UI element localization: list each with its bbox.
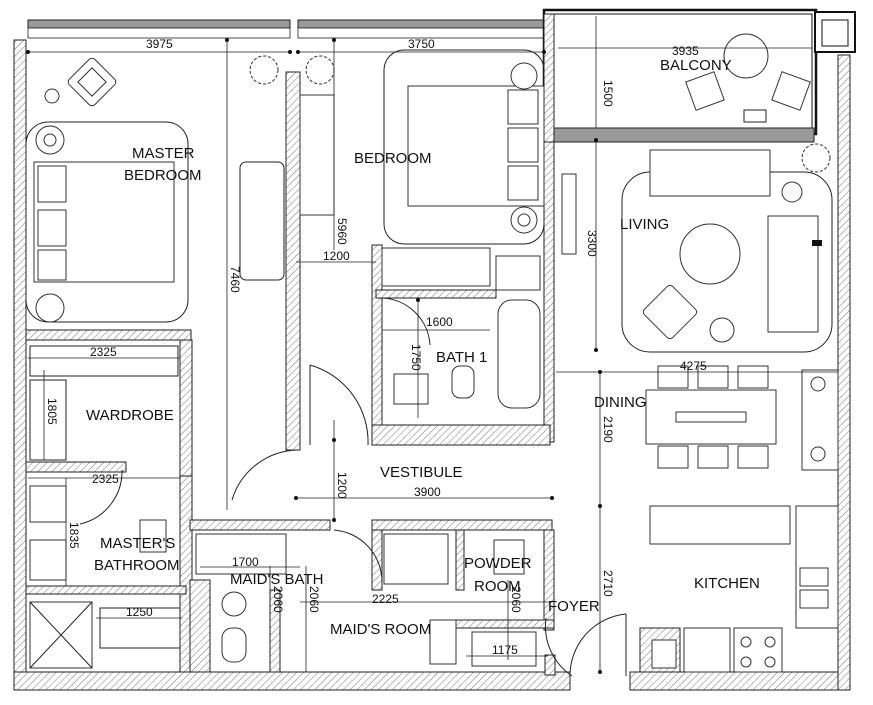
label-dining: DINING — [594, 394, 647, 411]
dim-3750: 3750 — [408, 37, 435, 51]
label-master-bedroom-2: BEDROOM — [124, 167, 202, 184]
dim-1700: 1700 — [232, 555, 259, 569]
dim-1200b: 1200 — [335, 472, 349, 499]
dimension-labels: 3975 3750 3935 1500 5960 7460 1200 3300 … — [45, 37, 707, 657]
dim-2060c: 2060 — [509, 586, 523, 613]
label-foyer: FOYER — [548, 598, 600, 615]
dim-1250: 1250 — [126, 605, 153, 619]
label-living: LIVING — [620, 216, 669, 233]
dim-7460: 7460 — [228, 266, 242, 293]
dim-2225: 2225 — [372, 592, 399, 606]
label-bath1: BATH 1 — [436, 349, 487, 366]
label-powder-2: ROOM — [474, 578, 521, 595]
dim-1835: 1835 — [67, 522, 81, 549]
dim-3900: 3900 — [414, 485, 441, 499]
dim-4275: 4275 — [680, 359, 707, 373]
dim-3300: 3300 — [585, 230, 599, 257]
doors — [79, 297, 627, 677]
dim-2190: 2190 — [601, 416, 615, 443]
dim-1805: 1805 — [45, 398, 59, 425]
label-wardrobe: WARDROBE — [86, 407, 174, 424]
dim-1750: 1750 — [409, 344, 423, 371]
dim-2710: 2710 — [601, 570, 615, 597]
label-maids-bath: MAID'S BATH — [230, 571, 323, 588]
label-maids-room: MAID'S ROOM — [330, 621, 431, 638]
dim-2060a: 2060 — [271, 586, 285, 613]
dim-1200a: 1200 — [323, 249, 350, 263]
dim-2325b: 2325 — [92, 472, 119, 486]
label-master-bedroom-1: MASTER — [132, 145, 195, 162]
dim-2060b: 2060 — [307, 586, 321, 613]
label-balcony: BALCONY — [660, 57, 732, 74]
label-masters-bath-2: BATHROOM — [94, 557, 180, 574]
dim-1175: 1175 — [492, 643, 518, 657]
dim-5960: 5960 — [335, 218, 349, 245]
label-vestibule: VESTIBULE — [380, 464, 463, 481]
label-masters-bath-1: MASTER'S — [100, 535, 175, 552]
dimension-lines — [26, 16, 838, 674]
dim-1500: 1500 — [601, 80, 615, 107]
dim-3975: 3975 — [146, 37, 173, 51]
room-labels: BALCONY MASTER BEDROOM BEDROOM LIVING BA… — [86, 57, 760, 638]
label-powder-1: POWDER — [464, 555, 532, 572]
label-kitchen: KITCHEN — [694, 575, 760, 592]
walls — [13, 8, 856, 691]
dim-3935: 3935 — [672, 44, 699, 58]
dim-1600: 1600 — [426, 315, 453, 329]
dim-2325a: 2325 — [90, 345, 117, 359]
label-bedroom: BEDROOM — [354, 150, 432, 167]
fixtures — [25, 33, 839, 673]
